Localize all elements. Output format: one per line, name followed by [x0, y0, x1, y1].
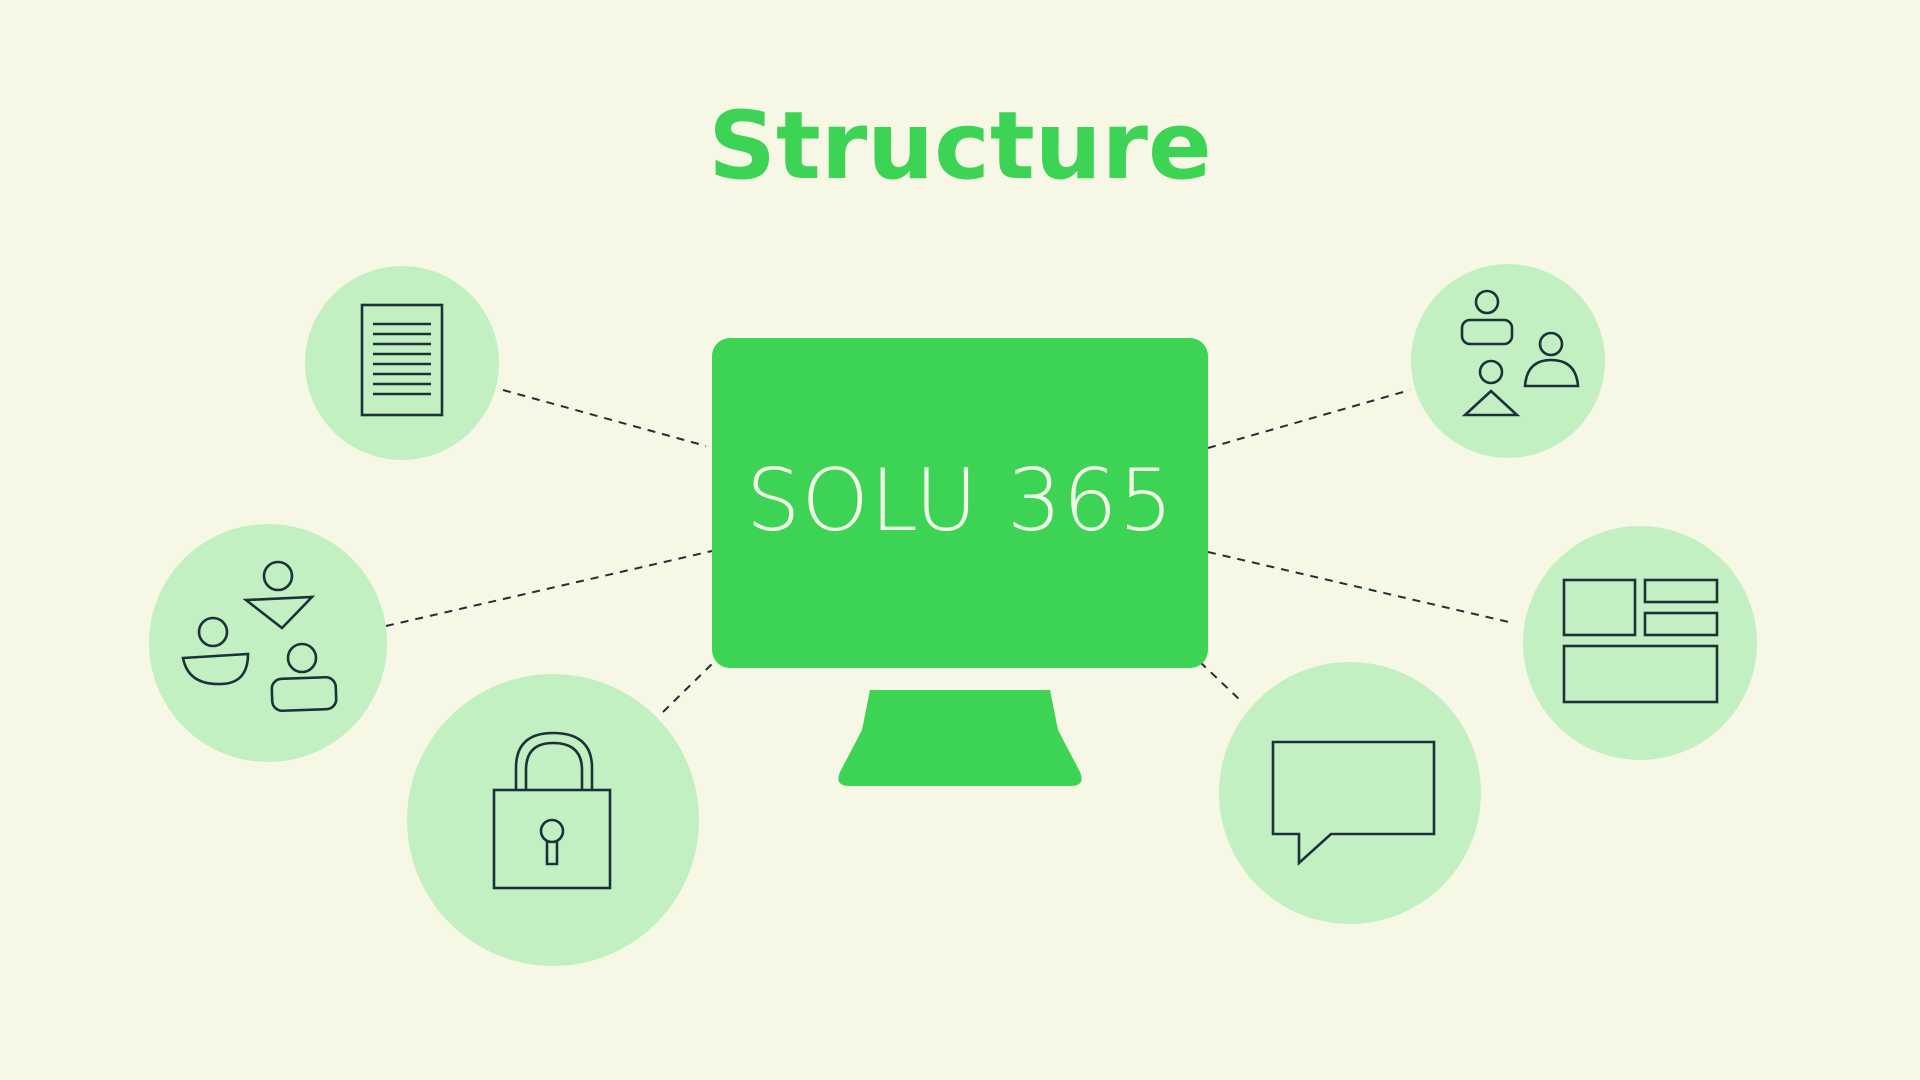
node-document: [305, 266, 499, 460]
node-layout: [1523, 526, 1757, 760]
people-group-icon: [1460, 289, 1580, 417]
document-icon: [360, 303, 444, 417]
connector-lock: [662, 659, 717, 713]
lock-icon: [492, 731, 612, 890]
node-chat: [1219, 662, 1481, 924]
connector-people-group: [1207, 389, 1411, 449]
node-circle: [1219, 662, 1481, 924]
connector-document: [502, 389, 707, 447]
connector-chat: [1199, 661, 1241, 701]
speech-bubble-icon: [1271, 740, 1436, 866]
node-lock: [407, 674, 699, 966]
node-people-group: [1411, 264, 1605, 458]
diagram-title: Structure: [708, 92, 1212, 201]
connectors: [385, 389, 1514, 713]
node-circle: [149, 524, 387, 762]
monitor-brand-label: SOLU 365: [746, 451, 1174, 551]
node-circle: [1523, 526, 1757, 760]
layout-grid-icon: [1562, 578, 1719, 704]
monitor-screen: [712, 338, 1208, 668]
connector-people-shapes: [385, 550, 713, 627]
people-shapes-icon: [181, 560, 338, 713]
monitor-stand: [838, 690, 1082, 786]
monitor-icon: SOLU 365: [712, 338, 1208, 786]
node-people-shapes: [149, 524, 387, 762]
node-circle: [1411, 264, 1605, 458]
connector-layout: [1207, 551, 1514, 624]
